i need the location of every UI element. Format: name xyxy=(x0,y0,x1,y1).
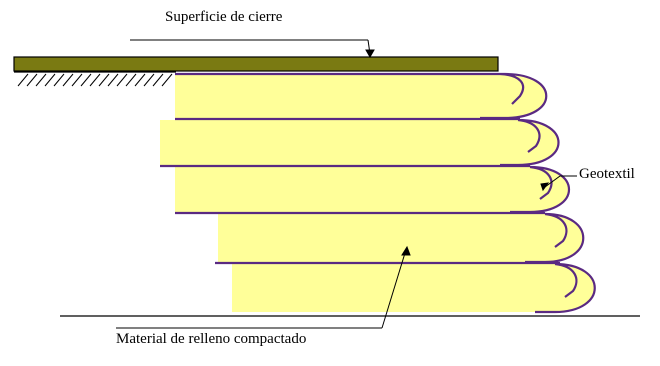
closure-surface-cap xyxy=(13,56,499,72)
fill-layer-3 xyxy=(175,167,569,212)
leader-lines xyxy=(116,39,577,329)
ground-hatch xyxy=(14,71,176,87)
geotextile-wrap-2 xyxy=(500,118,560,167)
geotextile-wrap-5 xyxy=(535,262,596,314)
fill-layer-4 xyxy=(218,214,584,262)
geotextile-wrap-1 xyxy=(175,72,548,120)
fill-layer-2 xyxy=(160,120,559,165)
geotextile-wrap-4 xyxy=(525,212,585,264)
fill-layer-5 xyxy=(232,264,595,312)
geotextile-wraps xyxy=(160,72,596,314)
arrow-head-fill xyxy=(401,245,411,256)
closure-surface-label: Superficie de cierre xyxy=(165,9,283,25)
arrow-head-top xyxy=(365,49,375,59)
fill-layer-1 xyxy=(175,74,547,118)
fill-material-label: Material de relleno compactado xyxy=(116,331,307,347)
geotextile-wrap-3 xyxy=(510,165,570,214)
fill-layers xyxy=(160,74,595,312)
arrow-head-geotextile xyxy=(540,182,550,192)
geotextile-label: Geotextil xyxy=(579,166,635,182)
